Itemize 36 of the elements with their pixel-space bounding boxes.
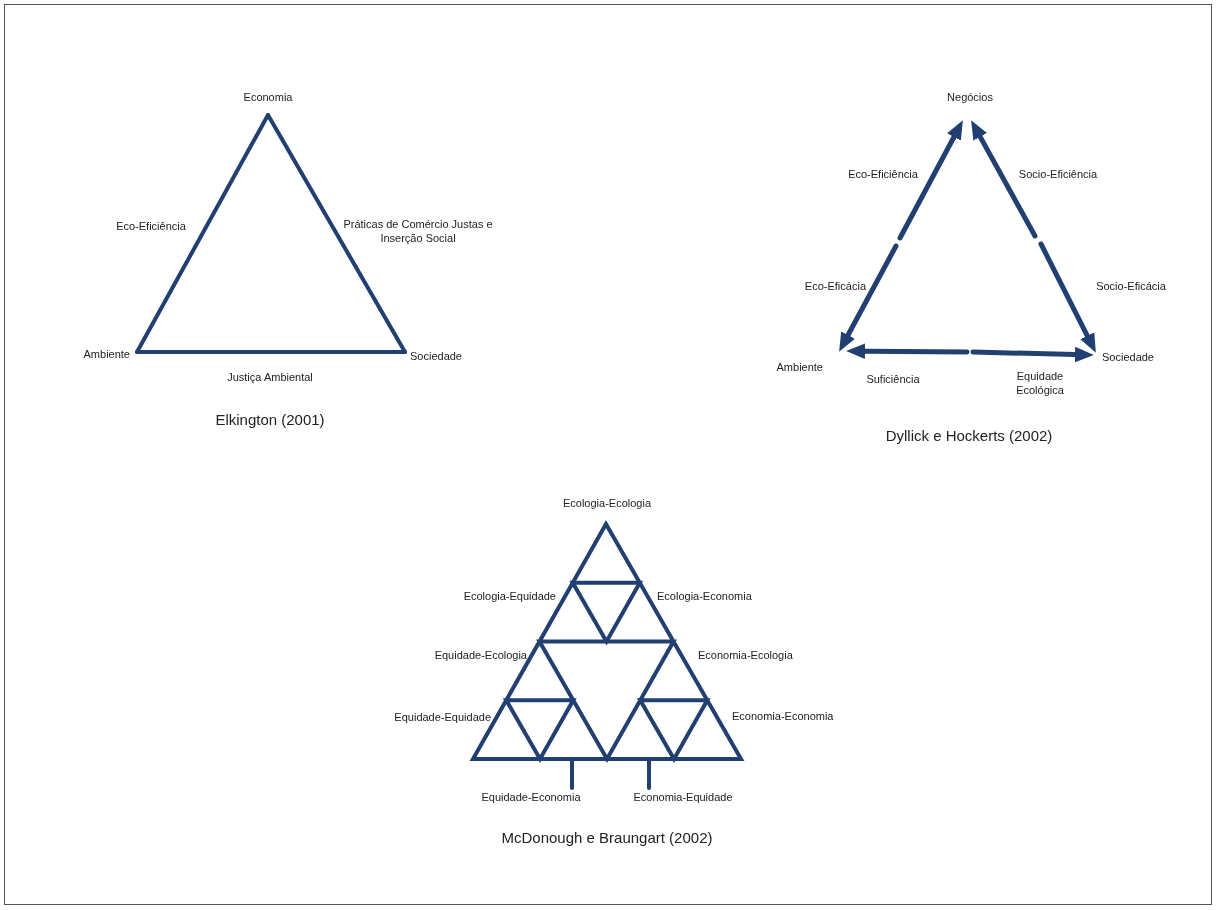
vertex-label: Ambiente [776, 359, 823, 375]
arrow [970, 346, 1094, 363]
corner-label: Equidade-Ecologia [434, 647, 527, 663]
arrow [1038, 241, 1096, 353]
corner-label: Ecologia-Economia [657, 588, 752, 604]
vertex-label: Sociedade [1102, 349, 1154, 365]
arrow [839, 243, 899, 352]
corner-label: Economia-Economia [732, 708, 834, 724]
caption: Elkington (2001) [215, 410, 325, 430]
edge-label: Suficiência [866, 371, 920, 387]
edge-label: Socio-Eficácia [1096, 278, 1166, 294]
edge-label: Equidade Ecológica [1015, 368, 1065, 398]
triangle-side [647, 759, 651, 790]
corner-label: Ecologia-Equidade [463, 588, 556, 604]
edge-label: Eco-Eficiência [116, 218, 186, 234]
corner-label: Equidade-Equidade [394, 709, 491, 725]
edge-label: Eco-Eficiência [848, 166, 918, 182]
vertex-label: Negócios [947, 89, 993, 105]
corner-label: Ecologia-Ecologia [562, 495, 652, 511]
vertex-label: Economia [243, 89, 293, 105]
triangle-side [135, 350, 407, 354]
arrow [897, 120, 963, 241]
caption: Dyllick e Hockerts (2002) [885, 426, 1053, 446]
caption: McDonough e Braungart (2002) [501, 828, 713, 848]
triangle-side [570, 759, 574, 790]
vertex-label: Sociedade [410, 348, 462, 364]
arrow [971, 120, 1038, 239]
edge-label: Práticas de Comércio Justas e Inserção Social [342, 216, 494, 246]
arrow [846, 343, 970, 359]
edge-label: Justiça Ambiental [227, 369, 313, 385]
corner-label: Economia-Ecologia [698, 647, 793, 663]
vertex-label: Economia-Equidade [633, 789, 733, 805]
vertex-label: Ambiente [83, 346, 130, 362]
vertex-label: Equidade-Economia [481, 789, 581, 805]
edge-label: Socio-Eficiência [1018, 166, 1098, 182]
edge-label: Eco-Eficácia [804, 278, 866, 294]
